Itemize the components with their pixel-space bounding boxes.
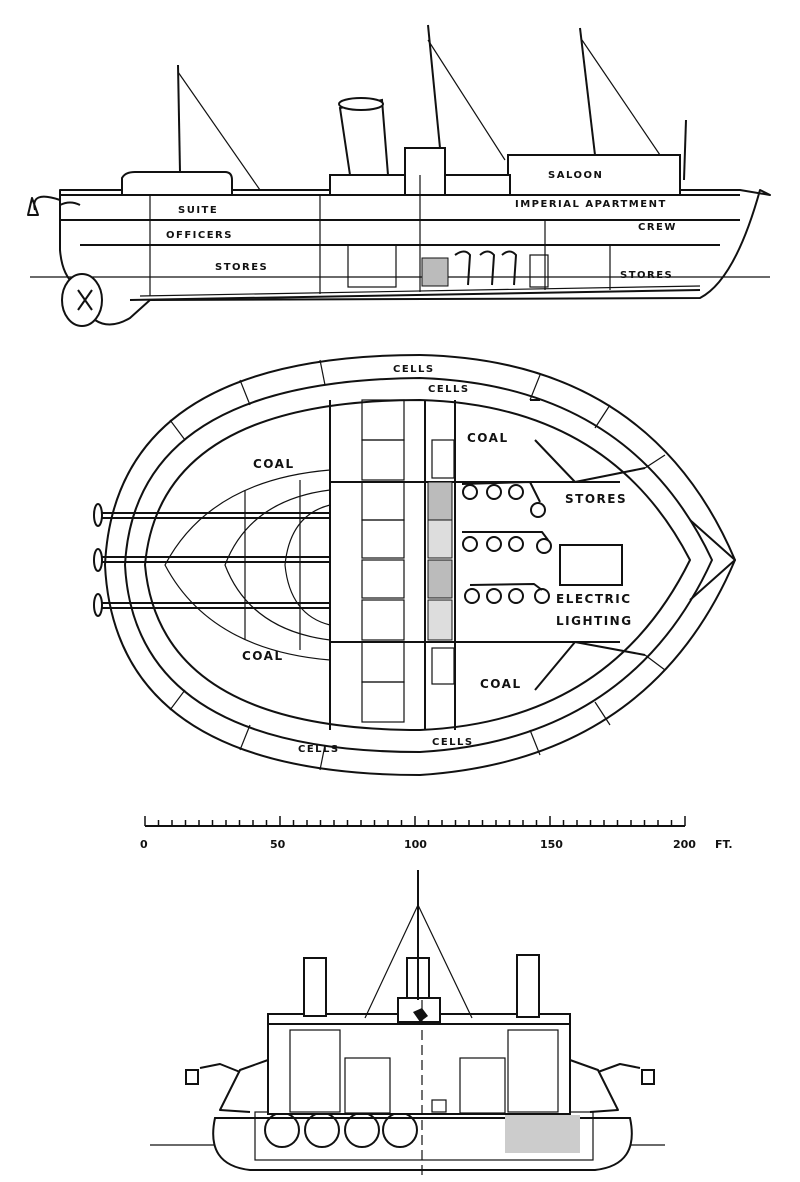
- funnel-right: [516, 954, 540, 1018]
- engine-block: [529, 254, 549, 288]
- propeller-icon: [93, 503, 103, 617]
- label-stores-fwd: STORES: [620, 270, 673, 281]
- boat-davit-left: [185, 1063, 241, 1085]
- emblem-icon: [413, 1008, 428, 1022]
- label-imperial-apartment: IMPERIAL APARTMENT: [515, 199, 667, 210]
- label-cells-bottom-right: CELLS: [432, 737, 474, 748]
- propeller-icon: [77, 289, 93, 311]
- main-rigging: [427, 39, 506, 161]
- label-coal-lower-right: COAL: [480, 677, 522, 691]
- label-cells-top-outer: CELLS: [393, 364, 435, 375]
- shaft-arc-inner: [284, 504, 331, 626]
- aft-mast: [177, 64, 181, 173]
- diagonal-upper: [534, 439, 576, 483]
- sponson-left: [219, 1059, 269, 1113]
- scale-unit: FT.: [715, 838, 733, 851]
- scale-tick-100: 100: [404, 838, 427, 851]
- label-suite: SUITE: [178, 205, 218, 216]
- scale-tick-200: 200: [673, 838, 696, 851]
- side-elevation: SUITE OFFICERS STORES SALOON IMPERIAL AP…: [27, 24, 771, 327]
- label-lighting: LIGHTING: [556, 614, 633, 628]
- jack-staff: [683, 119, 687, 181]
- funnel-left: [303, 957, 327, 1017]
- label-coal-upper-left: COAL: [253, 457, 295, 471]
- shaft-arc-outer: [164, 469, 331, 661]
- scale-tick-150: 150: [540, 838, 563, 851]
- label-stores: STORES: [565, 492, 627, 506]
- main-mast: [427, 24, 441, 149]
- scale-tick-0: 0: [140, 838, 148, 851]
- scale-bar: 0 50 100 150 200 FT.: [140, 816, 733, 851]
- boiler-casing: [347, 244, 397, 288]
- stay-left: [364, 904, 419, 1019]
- scale-tick-50: 50: [270, 838, 286, 851]
- deck-cabin-left: [289, 1029, 341, 1113]
- aft-deckhouse: [121, 171, 233, 196]
- hull-outline: [59, 189, 771, 326]
- cabin-inner-right: [459, 1057, 506, 1114]
- scale-ticks: [144, 816, 686, 826]
- hatch: [431, 1099, 447, 1113]
- fore-mast: [579, 27, 596, 156]
- boiler-column: [361, 399, 405, 723]
- plan-hull-inner-2: [144, 399, 691, 731]
- stern-lantern-icon: [27, 195, 61, 216]
- keel-line: [129, 289, 701, 301]
- sponson-right: [569, 1059, 619, 1113]
- stay-right: [417, 904, 473, 1019]
- engine-cylinders-icon: [454, 250, 517, 286]
- bow-compartment: [559, 544, 623, 586]
- stern-rail: [59, 201, 81, 206]
- cell-dividers: [169, 359, 666, 771]
- coal-stipple-end: [505, 1115, 580, 1153]
- deck-cabin-right: [507, 1029, 559, 1113]
- end-elevation: [150, 870, 665, 1180]
- label-saloon: SALOON: [548, 170, 603, 181]
- coal-bunker-stipple: [421, 257, 449, 287]
- rudder: [61, 273, 103, 327]
- diagonal-lower: [534, 641, 576, 691]
- bridge-house: [404, 147, 446, 196]
- plan-hull-outer: [104, 354, 736, 776]
- coal-stipple: [427, 481, 453, 641]
- propeller-shafts: [100, 512, 330, 609]
- label-crew: CREW: [638, 222, 677, 233]
- funnel: [338, 98, 390, 176]
- deck-plan: CELLS CELLS CELLS CELLS COAL COAL COAL C…: [93, 354, 736, 776]
- label-cells-bottom-left: CELLS: [298, 744, 340, 755]
- label-electric: ELECTRIC: [556, 592, 632, 606]
- shaft-arc-mid: [224, 489, 331, 641]
- bow-point: [689, 519, 736, 601]
- bridge-box: [397, 997, 441, 1023]
- fore-rigging: [581, 39, 661, 156]
- label-cells-top-inner: CELLS: [428, 384, 470, 395]
- plan-hull-inner-1: [124, 377, 713, 753]
- bow-divider-lower: [574, 641, 646, 656]
- superstructure: [267, 1021, 571, 1115]
- label-coal-lower-left: COAL: [242, 649, 284, 663]
- small-box-lower: [431, 647, 455, 685]
- label-coal-upper-right: COAL: [467, 431, 509, 445]
- boat-davit-right: [597, 1063, 655, 1085]
- label-stores: STORES: [215, 262, 268, 273]
- funnel-top: [338, 97, 384, 111]
- label-officers: OFFICERS: [166, 230, 233, 241]
- aft-rigging: [177, 71, 261, 191]
- cabin-inner-left: [344, 1057, 391, 1114]
- engine-cylinders-icon: [461, 481, 552, 604]
- small-box-upper: [431, 439, 455, 479]
- bow-divider-upper: [574, 467, 646, 483]
